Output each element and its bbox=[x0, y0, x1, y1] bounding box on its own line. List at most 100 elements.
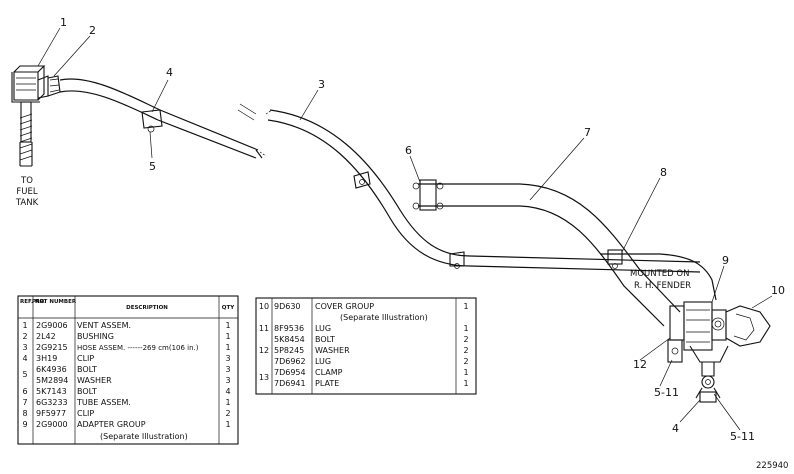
svg-text:2G9000: 2G9000 bbox=[36, 420, 68, 429]
table-row: (Separate Illustration) bbox=[100, 432, 188, 441]
svg-text:LUG: LUG bbox=[315, 324, 331, 333]
svg-text:4: 4 bbox=[22, 354, 27, 363]
svg-text:1: 1 bbox=[463, 379, 468, 388]
table-row: 7 6G3233 TUBE ASSEM. 1 bbox=[22, 398, 230, 407]
svg-text:6K4936: 6K4936 bbox=[36, 365, 67, 374]
adapter-group bbox=[667, 301, 771, 403]
callout-2: 2 bbox=[89, 24, 96, 37]
svg-text:COVER GROUP: COVER GROUP bbox=[315, 302, 374, 311]
svg-text:VENT ASSEM.: VENT ASSEM. bbox=[77, 321, 131, 330]
callout-12: 5-11 bbox=[654, 386, 679, 399]
table-row: 5M2894 WASHER 3 bbox=[36, 376, 231, 385]
table-row: 6 5K7143 BOLT 4 bbox=[22, 387, 230, 396]
svg-text:8: 8 bbox=[22, 409, 27, 418]
svg-text:CLAMP: CLAMP bbox=[315, 368, 343, 377]
parts-table-left: REF. NO. PART NUMBER DESCRIPTION QTY 1 2… bbox=[17, 295, 239, 445]
table-row: 5 6K4936 BOLT 3 bbox=[22, 365, 230, 379]
table-row: 12 5P8245 WASHER 2 bbox=[259, 346, 469, 355]
svg-text:3H19: 3H19 bbox=[36, 354, 57, 363]
parts-table-right: 10 9D630 COVER GROUP 1 (Separate Illustr… bbox=[255, 297, 477, 395]
callout-13: 12 bbox=[633, 358, 647, 371]
hose-assembly bbox=[59, 78, 267, 159]
table-row: 7D6941 PLATE 1 bbox=[274, 379, 469, 388]
table-row: 13 7D6954 CLAMP 1 bbox=[259, 368, 469, 382]
svg-text:CLIP: CLIP bbox=[77, 354, 94, 363]
svg-text:7D6962: 7D6962 bbox=[274, 357, 306, 366]
table-row: 4 3H19 CLIP 3 bbox=[22, 354, 230, 363]
table-row: (Separate Illustration) bbox=[340, 313, 428, 322]
svg-text:LUG: LUG bbox=[315, 357, 331, 366]
callout-1: 1 bbox=[60, 16, 67, 29]
svg-text:(Separate Illustration): (Separate Illustration) bbox=[100, 432, 188, 441]
svg-text:11: 11 bbox=[259, 324, 269, 333]
svg-text:5M2894: 5M2894 bbox=[36, 376, 68, 385]
callout-4-lower: 4 bbox=[672, 422, 679, 435]
note-fuel: FUEL bbox=[16, 187, 37, 197]
svg-text:3: 3 bbox=[225, 376, 230, 385]
svg-text:9D630: 9D630 bbox=[274, 302, 301, 311]
svg-text:3: 3 bbox=[22, 343, 27, 352]
svg-text:5: 5 bbox=[22, 370, 27, 379]
svg-text:WASHER: WASHER bbox=[77, 376, 112, 385]
header-desc: DESCRIPTION bbox=[126, 305, 168, 311]
callout-5: 5 bbox=[149, 160, 156, 173]
svg-text:4: 4 bbox=[225, 387, 230, 396]
svg-text:2L42: 2L42 bbox=[36, 332, 56, 341]
svg-text:7: 7 bbox=[22, 398, 27, 407]
svg-text:7D6941: 7D6941 bbox=[274, 379, 306, 388]
svg-text:WASHER: WASHER bbox=[315, 346, 350, 355]
notes: TO FUEL TANK MOUNTED ON R. H. FENDER 225… bbox=[15, 176, 789, 471]
svg-text:9F5977: 9F5977 bbox=[36, 409, 66, 418]
note-tank: TANK bbox=[15, 198, 39, 208]
svg-text:2: 2 bbox=[22, 332, 27, 341]
svg-text:13: 13 bbox=[259, 373, 269, 382]
svg-text:1: 1 bbox=[225, 332, 230, 341]
svg-text:1: 1 bbox=[225, 343, 230, 352]
svg-text:5K7143: 5K7143 bbox=[36, 387, 67, 396]
table-row: 5K8454 BOLT 2 bbox=[274, 335, 469, 344]
callout-3: 3 bbox=[318, 78, 325, 91]
svg-text:1: 1 bbox=[225, 321, 230, 330]
table-row: 7D6962 LUG 2 bbox=[274, 357, 469, 366]
tube-assembly bbox=[265, 109, 717, 327]
svg-text:1: 1 bbox=[463, 324, 468, 333]
table-row: 8 9F5977 CLIP 2 bbox=[22, 409, 230, 418]
table-row: 9 2G9000 ADAPTER GROUP 1 bbox=[22, 420, 230, 429]
svg-text:5P8245: 5P8245 bbox=[274, 346, 304, 355]
callout-4: 4 bbox=[166, 66, 173, 79]
svg-text:2: 2 bbox=[463, 357, 468, 366]
header-qty: QTY bbox=[222, 305, 235, 311]
svg-text:ADAPTER GROUP: ADAPTER GROUP bbox=[77, 420, 146, 429]
svg-text:2: 2 bbox=[463, 335, 468, 344]
svg-text:TUBE ASSEM.: TUBE ASSEM. bbox=[76, 398, 131, 407]
table-row: 10 9D630 COVER GROUP 1 bbox=[259, 302, 469, 311]
svg-text:PLATE: PLATE bbox=[315, 379, 339, 388]
callout-10: 10 bbox=[771, 284, 785, 297]
svg-text:12: 12 bbox=[259, 346, 269, 355]
svg-text:BUSHING: BUSHING bbox=[77, 332, 114, 341]
svg-text:2G9215: 2G9215 bbox=[36, 343, 68, 352]
svg-text:1: 1 bbox=[225, 398, 230, 407]
svg-text:HOSE ASSEM. ------269 cm(106 i: HOSE ASSEM. ------269 cm(106 in.) bbox=[77, 344, 199, 352]
table-row: 3 2G9215 HOSE ASSEM. ------269 cm(106 in… bbox=[22, 343, 230, 352]
header-ref: REF. NO. bbox=[20, 299, 46, 305]
svg-text:BOLT: BOLT bbox=[77, 365, 97, 374]
callout-9: 9 bbox=[722, 254, 729, 267]
note-rh-fender: R. H. FENDER bbox=[634, 281, 691, 291]
svg-text:2G9006: 2G9006 bbox=[36, 321, 68, 330]
svg-text:1: 1 bbox=[22, 321, 27, 330]
svg-text:3: 3 bbox=[225, 365, 230, 374]
svg-text:BOLT: BOLT bbox=[77, 387, 97, 396]
svg-text:10: 10 bbox=[259, 302, 269, 311]
svg-text:1: 1 bbox=[463, 302, 468, 311]
callout-5-11: 5-11 bbox=[730, 430, 755, 443]
svg-text:1: 1 bbox=[225, 420, 230, 429]
note-mounted-on: MOUNTED ON bbox=[630, 269, 689, 279]
svg-text:7D6954: 7D6954 bbox=[274, 368, 306, 377]
svg-text:(Separate Illustration): (Separate Illustration) bbox=[340, 313, 428, 322]
table-row: 2 2L42 BUSHING 1 bbox=[22, 332, 230, 341]
svg-text:6G3233: 6G3233 bbox=[36, 398, 68, 407]
svg-text:3: 3 bbox=[225, 354, 230, 363]
break-mark bbox=[237, 103, 257, 121]
